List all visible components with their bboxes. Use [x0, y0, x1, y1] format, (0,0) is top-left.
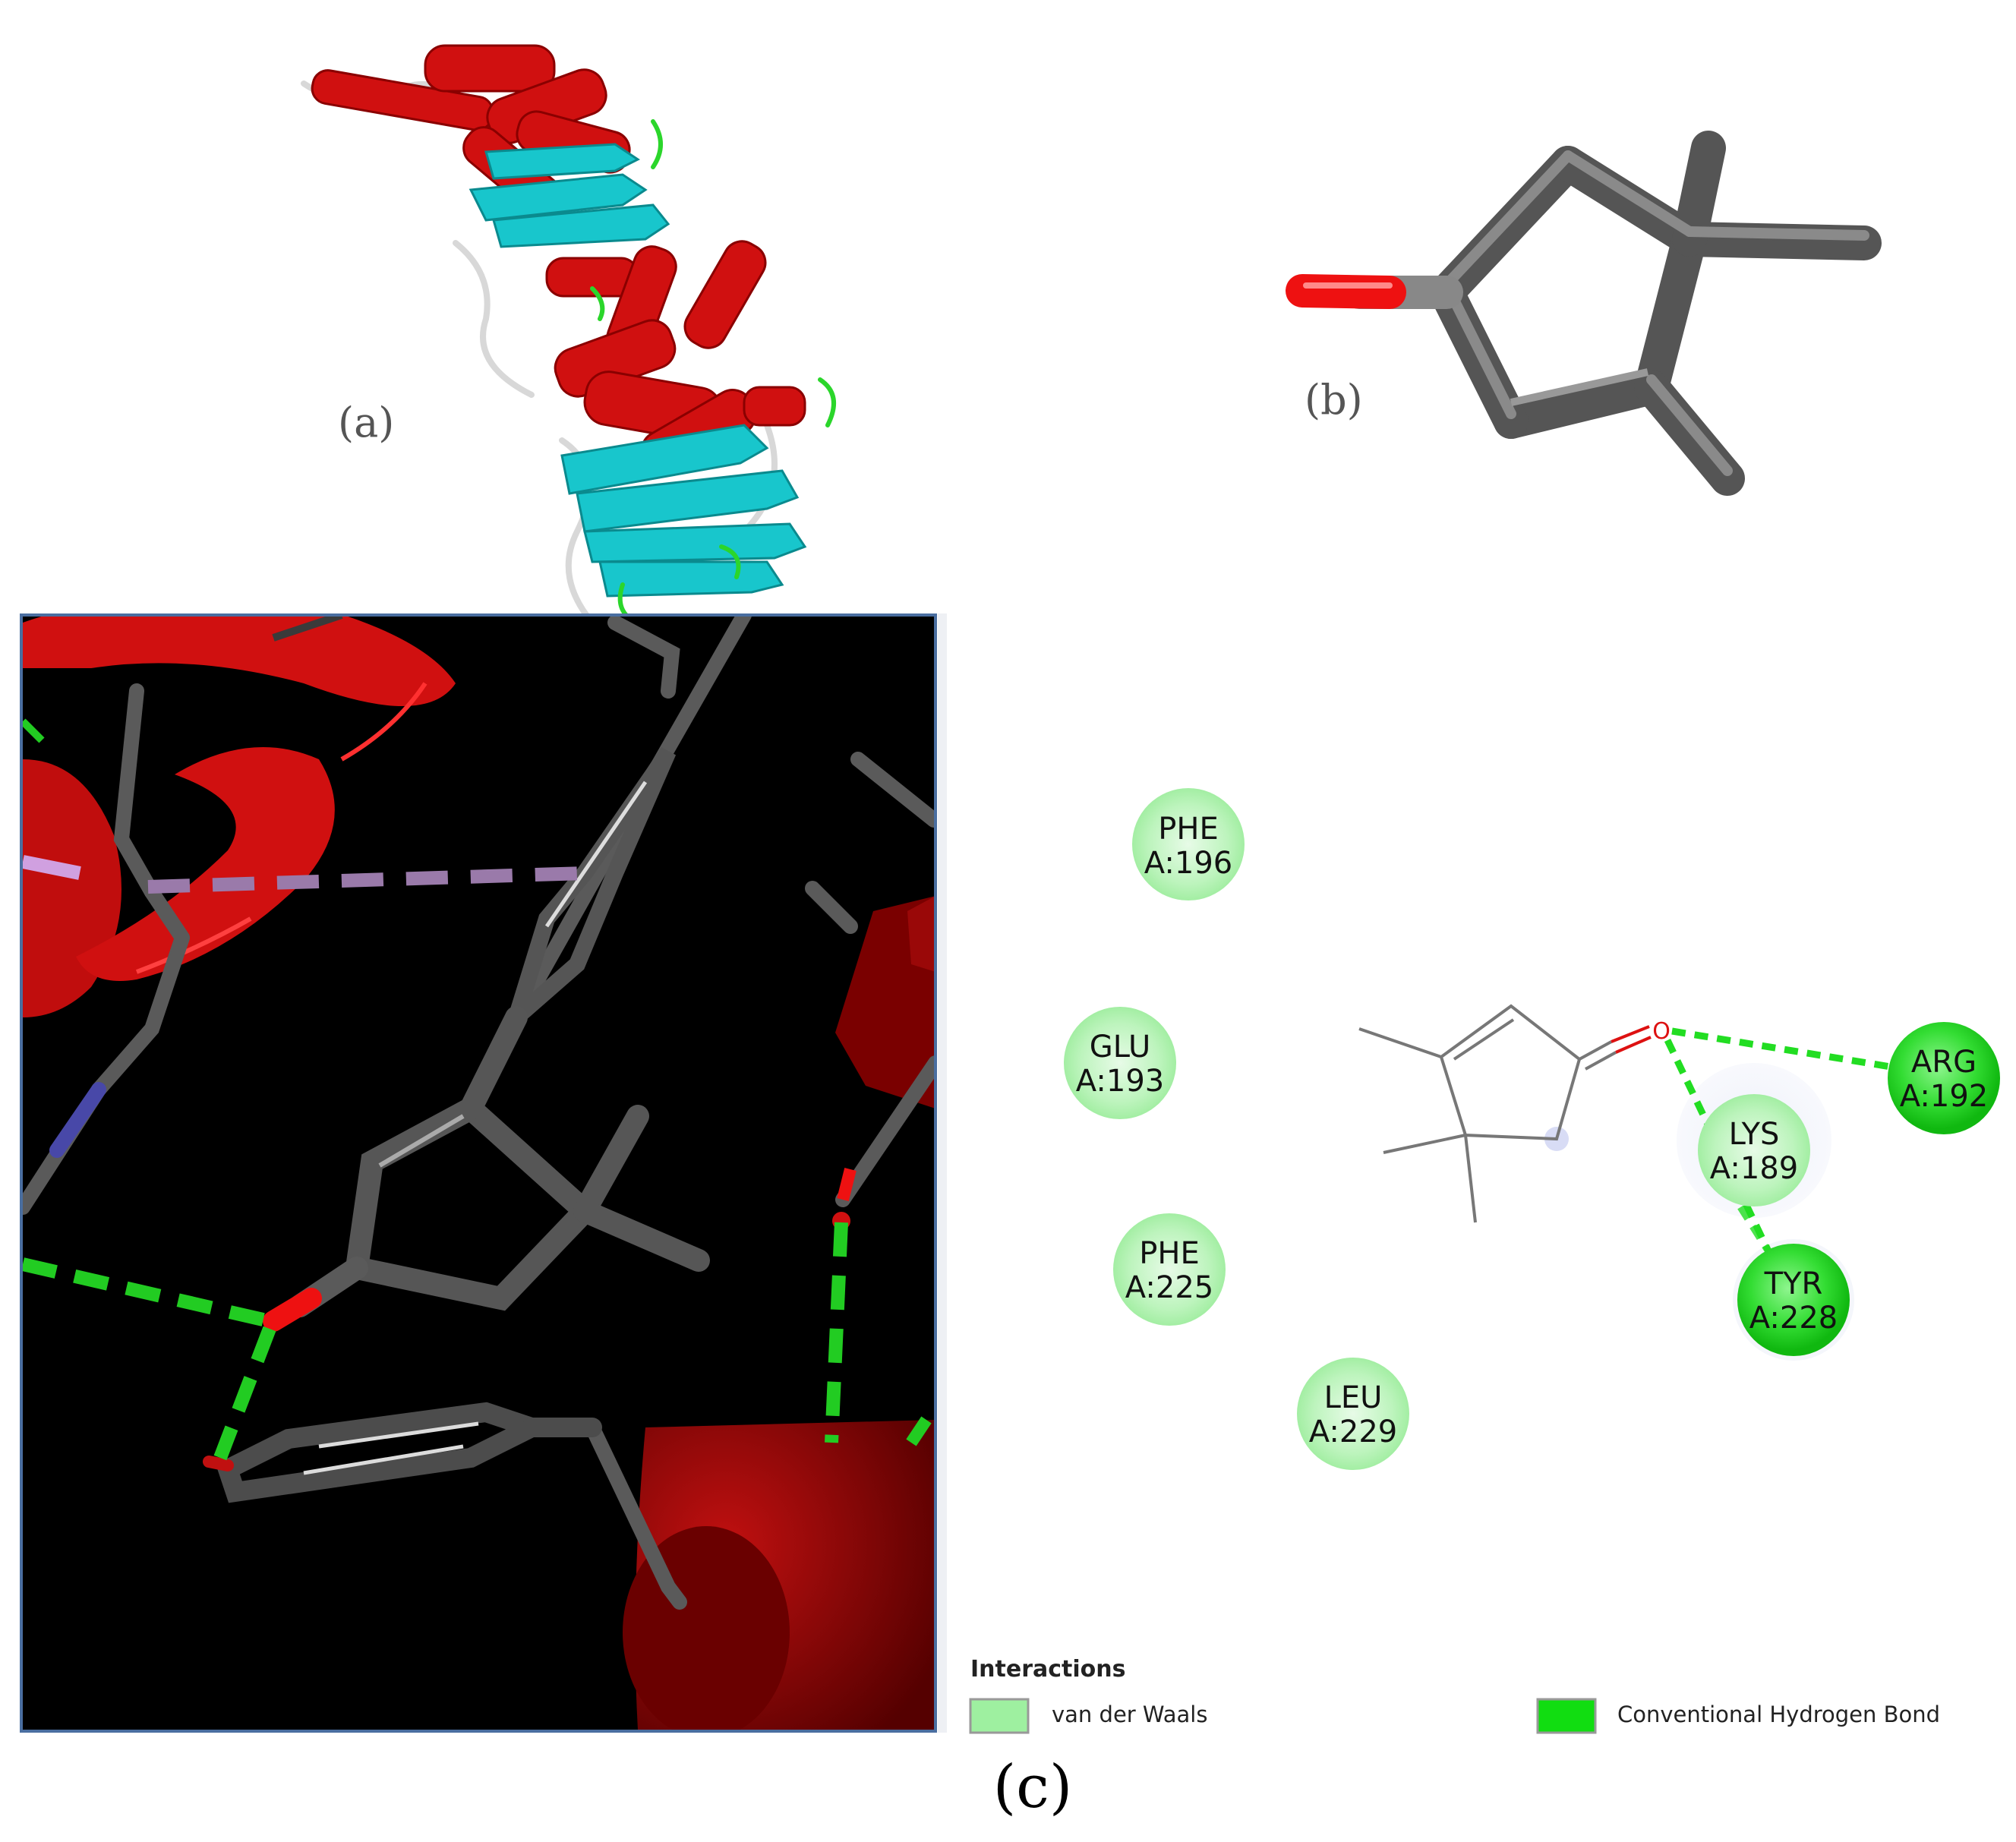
viewer-scroll-strip	[938, 613, 947, 1733]
residue-lys-189: LYS A:189	[1698, 1094, 1810, 1206]
residue-id: A:225	[1125, 1270, 1213, 1305]
legend-label-vdw: van der Waals	[1052, 1702, 1207, 1727]
legend-swatch-hbond	[1536, 1698, 1597, 1734]
protein-cartoon	[301, 44, 836, 770]
residue-phe-225: PHE A:225	[1113, 1213, 1226, 1326]
ligand-2d-skeleton	[1358, 1004, 1582, 1223]
oxygen-atom-label: O	[1652, 1018, 1671, 1045]
residue-id: A:189	[1710, 1151, 1798, 1186]
panel-a-label: (a)	[338, 399, 394, 446]
residue-id: A:193	[1076, 1064, 1164, 1099]
residue-name: LYS	[1729, 1117, 1780, 1152]
residue-name: PHE	[1139, 1236, 1199, 1271]
residue-name: PHE	[1158, 812, 1218, 847]
residue-name: TYR	[1764, 1266, 1823, 1301]
residue-id: A:229	[1309, 1415, 1397, 1449]
residue-arg-192: ARG A:192	[1888, 1022, 2000, 1134]
residue-id: A:228	[1749, 1301, 1838, 1336]
residue-name: LEU	[1324, 1380, 1383, 1415]
residue-id: A:196	[1144, 846, 1232, 881]
legend-swatch-vdw	[969, 1698, 1030, 1734]
residue-id: A:192	[1900, 1079, 1988, 1114]
residue-phe-196: PHE A:196	[1132, 788, 1245, 900]
residue-glu-193: GLU A:193	[1064, 1007, 1176, 1119]
panel-c-label: (c)	[993, 1753, 1073, 1821]
ligand-3d-stick	[1286, 131, 1882, 496]
panel-b-label: (b)	[1305, 376, 1363, 424]
binding-site-3d-view	[20, 613, 937, 1733]
residue-tyr-228: TYR A:228	[1737, 1244, 1850, 1356]
legend-title: Interactions	[970, 1656, 1125, 1683]
residue-name: GLU	[1090, 1030, 1151, 1065]
interaction-diagram-2d: O PHE A:196 GLU A:193 PHE A:225 LEU A:22…	[1064, 788, 2000, 1470]
residue-leu-229: LEU A:229	[1297, 1358, 1409, 1470]
residue-name: ARG	[1911, 1045, 1977, 1080]
legend-label-hbond: Conventional Hydrogen Bond	[1617, 1702, 1940, 1727]
interactions-legend: Interactions van der Waals Conventional …	[969, 1656, 1940, 1734]
